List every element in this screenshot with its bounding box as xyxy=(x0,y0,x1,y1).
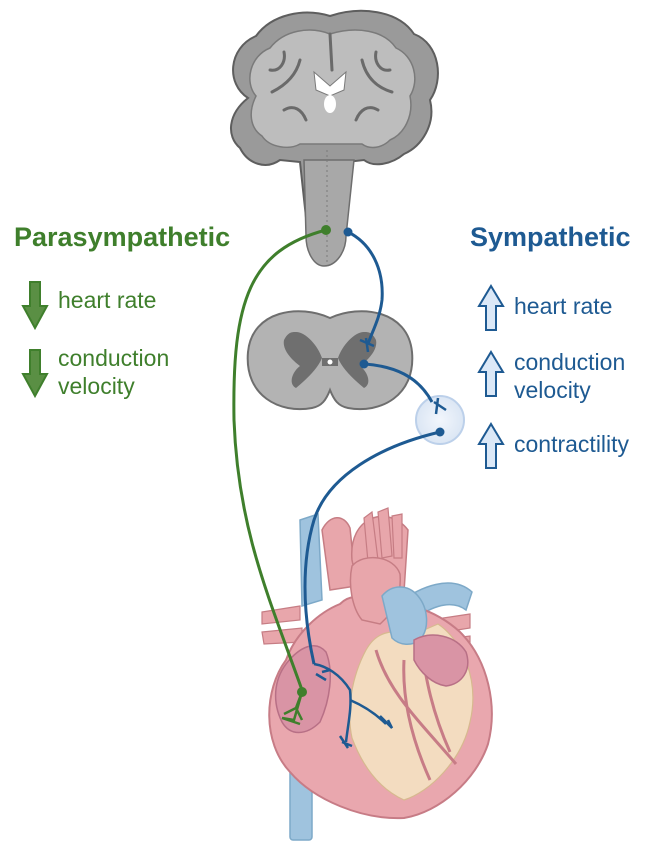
sympathetic-effect-heart-rate: heart rate xyxy=(514,292,612,320)
brain-icon xyxy=(231,11,438,266)
sympathetic-title: Sympathetic xyxy=(470,222,631,253)
spinal-cord-cross-section-icon xyxy=(248,311,413,409)
parasympathetic-title: Parasympathetic xyxy=(14,222,230,253)
arrow-down-icon xyxy=(23,350,47,396)
parasympathetic-effect-conduction-velocity: conduction velocity xyxy=(58,344,218,400)
sympathetic-effect-contractility: contractility xyxy=(514,430,629,458)
arrow-up-icon xyxy=(479,424,503,468)
sympathetic-effect-conduction-velocity: conduction velocity xyxy=(514,348,663,404)
arrow-down-icon xyxy=(23,282,47,328)
arrow-up-icon xyxy=(479,352,503,396)
parasympathetic-effect-heart-rate: heart rate xyxy=(58,286,156,314)
arrow-up-icon xyxy=(479,286,503,330)
